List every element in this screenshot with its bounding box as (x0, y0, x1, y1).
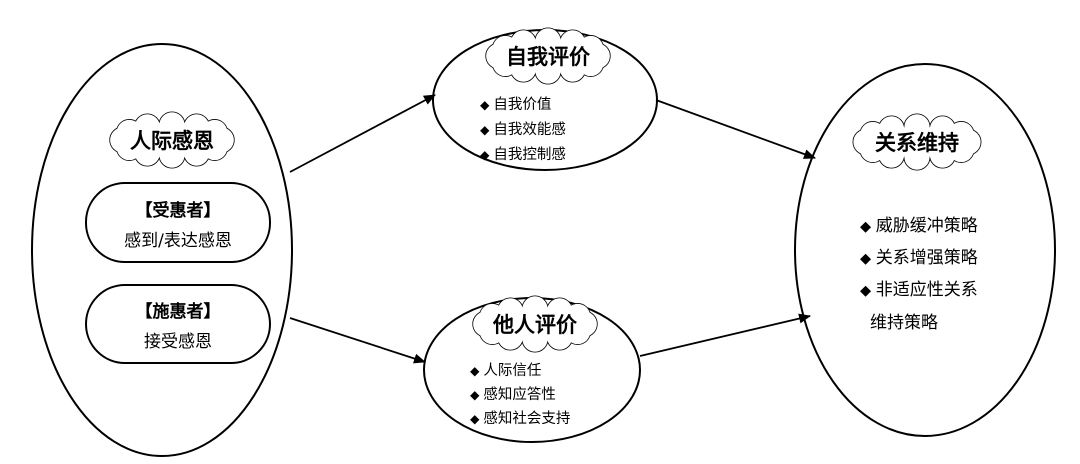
maintenance-item-continuation: 维持策略 (870, 313, 938, 333)
other-eval-item: 人际信任 (470, 359, 541, 380)
maintenance-title: 关系维持 (875, 131, 959, 155)
maintenance-cloud (852, 113, 982, 171)
self-eval-cloud (485, 27, 611, 85)
self-eval-item: 自我价值 (480, 93, 551, 114)
benefactor-heading: 【施惠者】 (135, 302, 221, 322)
self-eval-title: 自我评价 (506, 45, 590, 69)
arrow-other-to-maintenance (639, 313, 811, 357)
gratitude-cloud (109, 111, 235, 169)
gratitude-title: 人际感恩 (130, 129, 214, 153)
other-eval-item: 感知应答性 (470, 383, 556, 404)
benefactor-text: 接受感恩 (144, 332, 212, 352)
other-eval-cloud (472, 295, 598, 353)
recipient-pill (85, 182, 271, 263)
maintenance-item: 关系增强策略 (860, 243, 978, 268)
other-eval-item: 感知社会支持 (470, 407, 570, 428)
recipient-heading: 【受惠者】 (135, 201, 221, 221)
maintenance-item: 非适应性关系 (860, 275, 978, 300)
other-eval-title: 他人评价 (493, 313, 577, 337)
recipient-text: 感到/表达感恩 (124, 231, 232, 251)
self-eval-item: 自我效能感 (480, 118, 566, 139)
benefactor-pill (85, 284, 271, 364)
arrow-gratitude-to-other (289, 317, 426, 364)
arrow-gratitude-to-self (289, 94, 436, 173)
arrow-self-to-maintenance (655, 99, 816, 159)
maintenance-item: 威胁缓冲策略 (860, 211, 978, 236)
self-eval-item: 自我控制感 (480, 143, 566, 164)
